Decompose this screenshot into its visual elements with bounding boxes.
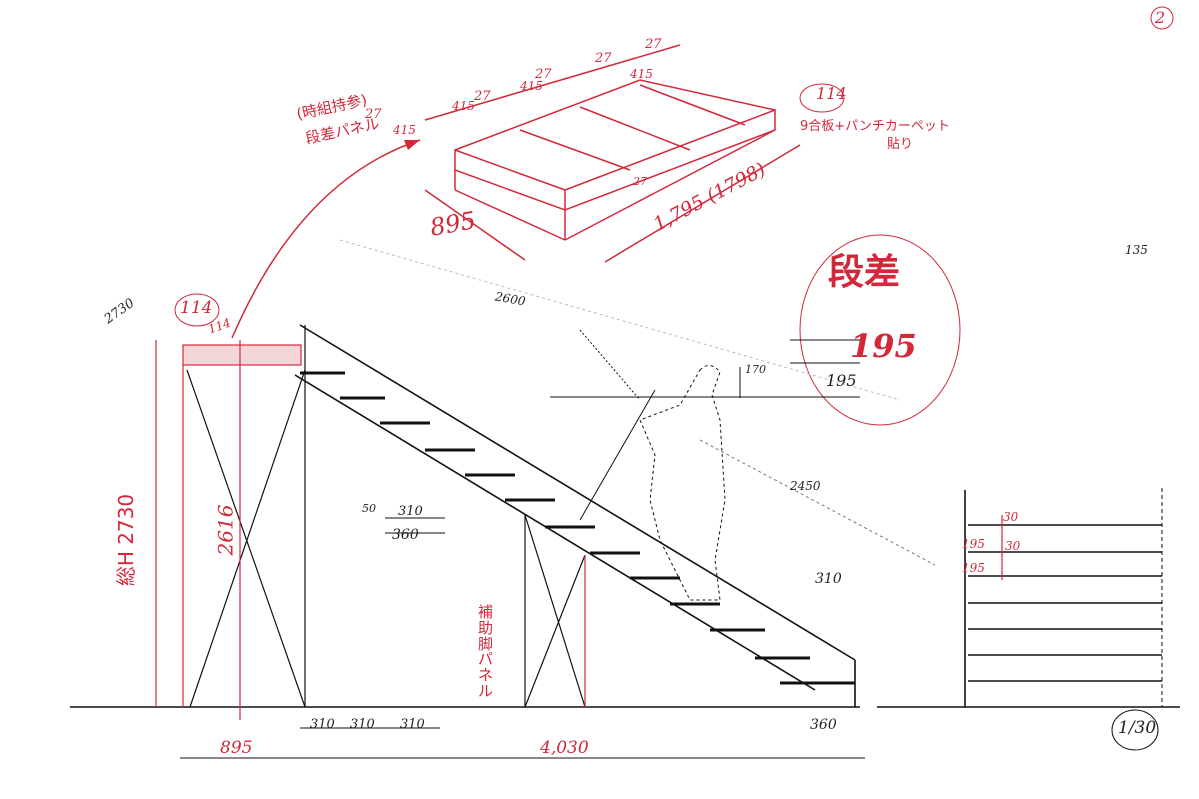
bottom-dim-3: 310 — [400, 717, 425, 732]
tread-310: 310 — [398, 504, 423, 519]
total-height-label: 総H 2730 — [114, 493, 139, 587]
frame-width-3: 27 — [535, 67, 552, 82]
stray-note: 135 — [1125, 243, 1148, 257]
scale-label: 1/30 — [1118, 718, 1157, 738]
support-panel-label: 補助脚パネル — [478, 603, 494, 700]
panel-depth: 895 — [427, 206, 478, 242]
side-dim-3: 30 — [1005, 539, 1021, 553]
bay-width-1: 415 — [393, 123, 416, 137]
bottom-frame: 27 — [633, 175, 647, 188]
base-width: 895 — [220, 738, 253, 758]
side-dim-4: 195 — [962, 561, 985, 575]
platform-cloud-label: 114 — [180, 298, 213, 318]
step-callout-title: 段差 — [828, 252, 901, 293]
rail-diagonal: 2450 — [790, 479, 821, 493]
tread-small: 50 — [362, 502, 376, 515]
frame-width-4: 27 — [595, 51, 612, 66]
inner-height: 2616 — [213, 504, 238, 556]
run-total: 4,030 — [540, 738, 589, 758]
last-tread: 310 — [815, 571, 842, 587]
bottom-dim-1: 310 — [310, 717, 335, 732]
bottom-dim-2: 310 — [350, 717, 375, 732]
page-number: 2 — [1155, 8, 1166, 27]
frame-width-5: 27 — [645, 37, 662, 52]
riser-height: 195 — [826, 371, 857, 390]
last-360: 360 — [810, 717, 837, 733]
bay-width-4: 415 — [630, 67, 653, 81]
side-dim-1: 30 — [1003, 510, 1019, 524]
material-line1: 9合板+パンチカーペット — [800, 119, 950, 134]
material-line2: 貼り — [887, 137, 914, 152]
side-dim-2: 195 — [962, 537, 985, 551]
frame-width-1: 27 — [365, 107, 382, 122]
isometric-panel — [424, 44, 801, 263]
panel-height: 114 — [816, 84, 847, 103]
tread-360: 360 — [392, 527, 419, 543]
bay-width-2: 415 — [452, 99, 475, 113]
head-clearance: 170 — [745, 363, 766, 376]
step-callout-value: 195 — [850, 327, 917, 365]
frame-width-2: 27 — [474, 89, 491, 104]
bay-width-3: 415 — [520, 79, 543, 93]
